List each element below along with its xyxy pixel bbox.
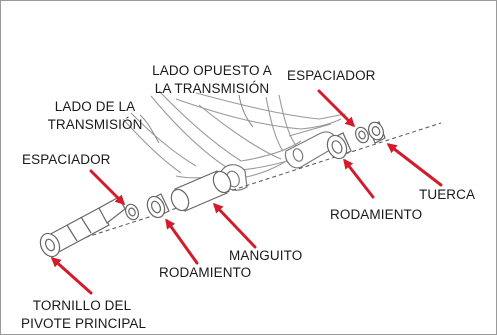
label-bearing-left: RODAMIENTO (159, 265, 252, 280)
bearing-left (146, 193, 170, 219)
label-spacer-left: ESPACIADOR (22, 152, 111, 167)
pivot-bolt (39, 196, 126, 258)
spacer-right (354, 126, 370, 144)
label-spacer-right: ESPACIADOR (287, 68, 376, 83)
leader-lines (139, 94, 254, 144)
arrow-bearing-right (343, 158, 375, 199)
bearing-right (326, 132, 352, 160)
label-opposite-side: LADO OPUESTO A LA TRANSMISIÓN (151, 62, 273, 98)
label-pivot-bolt-line2: PIVOTE PRINCIPAL (21, 316, 147, 331)
label-pivot-bolt-line1: TORNILLO DEL (32, 298, 132, 313)
arrow-nut (386, 143, 443, 187)
label-pivot-bolt: TORNILLO DEL PIVOTE PRINCIPAL (21, 297, 147, 333)
arrow-sleeve (212, 202, 257, 249)
spacer-left (124, 203, 140, 221)
label-opposite-side-line2: LA TRANSMISIÓN (154, 81, 270, 96)
nut (368, 121, 386, 144)
label-opposite-side-line1: LADO OPUESTO A (152, 63, 272, 78)
label-nut: TUERCA (419, 187, 476, 202)
arrow-spacer-left (89, 169, 126, 206)
arrow-spacer-right (317, 89, 356, 128)
label-drive-side: LADO DE LA TRANSMISIÓN (45, 98, 145, 134)
label-drive-side-line1: LADO DE LA (54, 99, 136, 114)
sleeve (170, 170, 232, 212)
arrow-pivot-bolt (50, 256, 93, 295)
axle-centerline (58, 122, 442, 247)
pointer-arrows (50, 89, 443, 295)
arrow-bearing-left (165, 218, 199, 265)
label-drive-side-line2: TRANSMISIÓN (47, 117, 143, 132)
label-bearing-right: RODAMIENTO (330, 207, 423, 222)
label-sleeve: MANGUITO (229, 248, 303, 263)
